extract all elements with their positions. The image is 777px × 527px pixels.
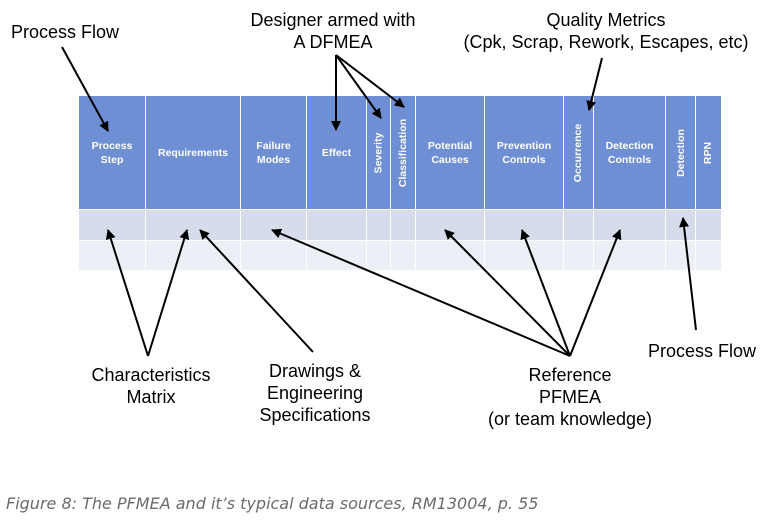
- header-text: Controls: [502, 153, 546, 166]
- label-reference-line-3: (or team knowledge): [487, 409, 653, 429]
- arrow-reference-to-failure-modes: [271, 228, 571, 357]
- label-designer: Designer armed with A DFMEA: [238, 9, 428, 53]
- arrow-designer-to-severity: [335, 54, 382, 119]
- header-rpn: RPN: [696, 96, 721, 209]
- label-drawings-specifications: Drawings & Engineering Specifications: [240, 360, 390, 426]
- label-characteristics-matrix: Characteristics Matrix: [76, 364, 226, 408]
- header-text: Prevention: [496, 139, 552, 152]
- table-row: [79, 210, 721, 240]
- label-quality-metrics: Quality Metrics (Cpk, Scrap, Rework, Esc…: [444, 9, 768, 53]
- arrow-designer-to-classification: [335, 54, 405, 108]
- table-cell: [241, 241, 307, 270]
- table-cell: [666, 210, 696, 240]
- header-text: Effect: [321, 146, 352, 159]
- arrow-process-flow-to-step: [61, 46, 109, 132]
- header-text: Causes: [431, 153, 469, 166]
- label-reference-pfmea: Reference PFMEA (or team knowledge): [472, 364, 668, 430]
- arrow-reference-to-prevention: [520, 229, 571, 357]
- header-text: Potential: [427, 139, 473, 152]
- header-text: Failure: [256, 139, 291, 152]
- table-cell: [307, 210, 367, 240]
- header-text: Requirements: [157, 146, 229, 159]
- arrow-reference-to-causes: [444, 229, 571, 357]
- figure-caption: Figure 8: The PFMEA and it’s typical dat…: [6, 494, 539, 513]
- label-designer-line-2: A DFMEA: [293, 32, 373, 52]
- table-cell: [391, 210, 416, 240]
- label-drawings-line-3: Specifications: [259, 405, 371, 425]
- table-cell: [564, 210, 594, 240]
- table-cell: [696, 210, 721, 240]
- label-reference-line-1: Reference: [528, 365, 612, 385]
- header-text: Process: [91, 139, 133, 152]
- arrow-characteristics-to-requirements: [147, 229, 190, 357]
- table-cell: [564, 241, 594, 270]
- label-drawings-line-2: Engineering: [266, 383, 364, 403]
- table-cell: [391, 241, 416, 270]
- label-drawings-line-1: Drawings &: [268, 361, 362, 381]
- table-cell: [666, 241, 696, 270]
- label-process-flow-right: Process Flow: [648, 341, 757, 361]
- arrow-reference-to-detection-controls: [569, 229, 622, 357]
- table-cell: [416, 241, 485, 270]
- header-text: Controls: [607, 153, 652, 166]
- table-row: [79, 241, 721, 270]
- arrow-drawings-to-requirements: [199, 229, 314, 353]
- label-designer-line-1: Designer armed with: [250, 10, 416, 30]
- table-cell: [367, 241, 391, 270]
- label-reference-line-2: PFMEA: [538, 387, 601, 407]
- header-text: Step: [100, 153, 124, 166]
- table-cell: [594, 210, 666, 240]
- header-occurrence: Occurrence: [564, 96, 594, 209]
- arrow-process-flow-to-detection: [679, 217, 697, 331]
- table-cell: [367, 210, 391, 240]
- table-cell: [146, 210, 241, 240]
- header-classification: Classification: [391, 96, 416, 209]
- table-cell: [696, 241, 721, 270]
- arrow-characteristics-to-step: [105, 229, 149, 357]
- label-process-flow-top: Process Flow: [11, 22, 120, 42]
- label-quality-metrics-line-2: (Cpk, Scrap, Rework, Escapes, etc): [463, 32, 749, 52]
- table-cell: [485, 241, 564, 270]
- label-characteristics-line-1: Characteristics: [91, 365, 211, 385]
- header-requirements: Requirements: [146, 96, 241, 209]
- arrow-quality-to-occurrence: [586, 57, 603, 111]
- header-detection: Detection: [666, 96, 696, 209]
- table-cell: [146, 241, 241, 270]
- header-text: Detection: [605, 139, 654, 152]
- label-characteristics-line-2: Matrix: [126, 387, 176, 407]
- header-text: Modes: [256, 153, 291, 166]
- label-quality-metrics-line-1: Quality Metrics: [546, 10, 666, 30]
